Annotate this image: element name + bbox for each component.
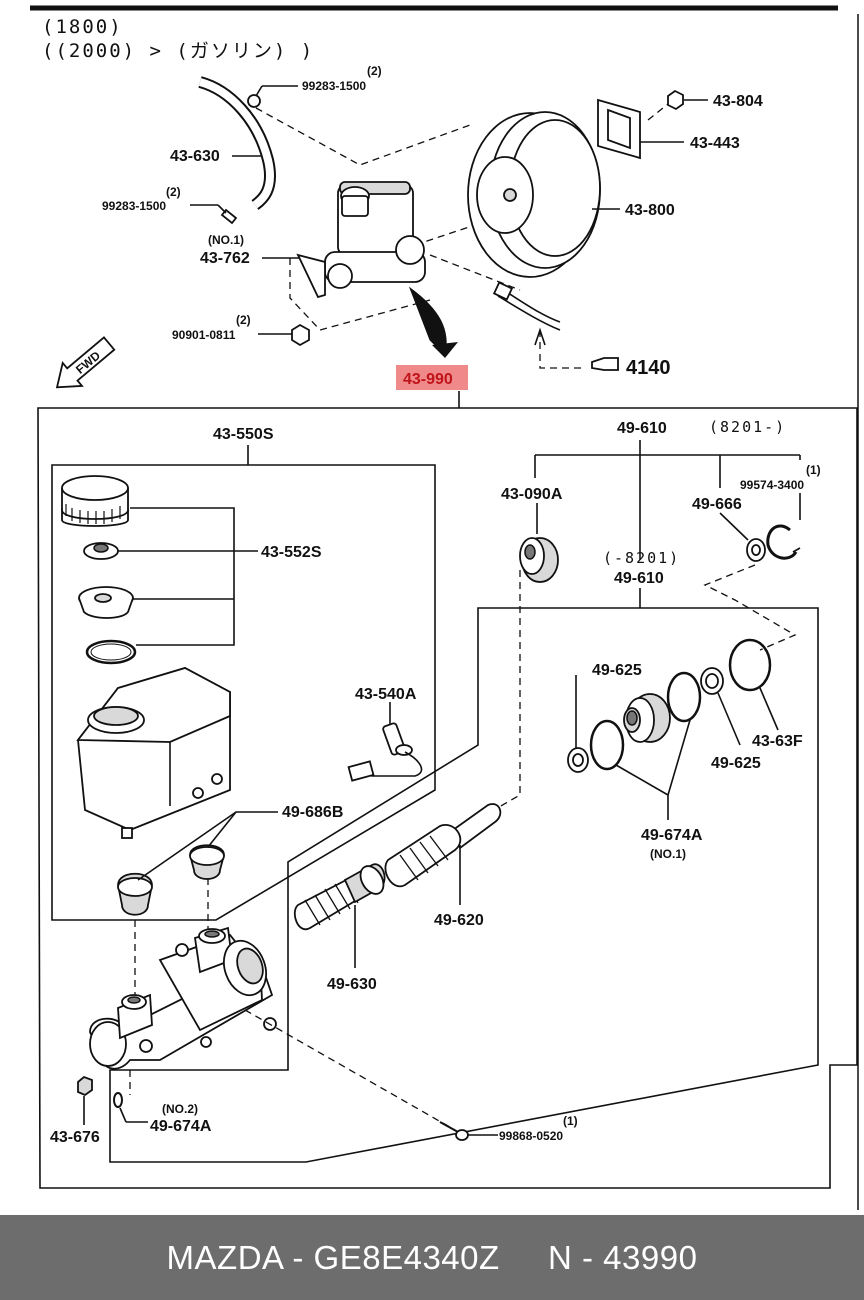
- label-99283-top-qty: (2): [367, 64, 382, 78]
- label-49-686B: 49-686B: [282, 804, 343, 821]
- fluid-level-sensor: [347, 722, 423, 782]
- label-43-550S: 43-550S: [213, 426, 274, 443]
- label-99283-top: 99283-1500: [302, 79, 366, 93]
- label-49-625-b: 49-625: [711, 755, 761, 772]
- hand-pointer-icon: [591, 357, 619, 371]
- label-49-620: 49-620: [434, 912, 484, 929]
- label-99574: 99574-3400: [740, 478, 804, 492]
- header-line-1: (1800): [42, 16, 123, 38]
- master-cylinder-body: [89, 926, 277, 1070]
- label-43-804: 43-804: [713, 93, 763, 110]
- label-99283-left: 99283-1500: [102, 199, 166, 213]
- label-49-610-mid: 49-610: [614, 570, 664, 587]
- label-99283-left-qty: (2): [166, 185, 181, 199]
- reservoir-cap: [61, 475, 129, 527]
- oring-43-63F: [728, 638, 772, 692]
- spring-49-630: [293, 863, 386, 931]
- label-43-800: 43-800: [625, 202, 675, 219]
- piston-secondary: [623, 693, 671, 743]
- label-49-674A-note: (NO.1): [650, 847, 686, 861]
- label-49-610-top: 49-610: [617, 420, 667, 437]
- piston-rod-49-620: [384, 803, 502, 888]
- bleeder-screw-icon: [77, 1075, 93, 1097]
- label-99868: 99868-0520: [499, 1129, 563, 1143]
- seal-43-090A: [519, 537, 559, 583]
- label-90901-qty: (2): [236, 313, 251, 327]
- footer-bar: MAZDA - GE8E4340Z N - 43990: [0, 1215, 864, 1300]
- footer-part-number: MAZDA - GE8E4340Z N - 43990: [166, 1238, 698, 1276]
- nut-43-804-icon: [667, 89, 684, 111]
- header-line-2: ((2000) > (ガソリン) ): [42, 40, 314, 62]
- oring-49-674A-no2: [113, 1092, 123, 1108]
- label-43-63F: 43-63F: [752, 733, 803, 750]
- fwd-arrow-icon: FWD: [55, 336, 116, 389]
- label-43-762-note: (NO.1): [208, 233, 244, 247]
- label-49-674A-no2-note: (NO.2): [162, 1102, 198, 1116]
- assembly-frame: [37, 407, 858, 1189]
- bracket-43-762: [296, 253, 326, 299]
- label-43-540A: 43-540A: [355, 686, 417, 703]
- label-49-610-top-range: (8201-): [709, 418, 786, 436]
- label-43-552S: 43-552S: [261, 544, 322, 561]
- label-4140: 4140: [626, 357, 671, 379]
- label-43-090A: 43-090A: [501, 486, 563, 503]
- bolt-99868-icon: [455, 1129, 469, 1141]
- label-43-762: 43-762: [200, 250, 250, 267]
- label-49-674A-no2: 49-674A: [150, 1118, 212, 1135]
- highlight-43-990: [396, 365, 468, 390]
- label-99574-qty: (1): [806, 463, 821, 477]
- parts-diagram: (1800) ((2000) > (ガソリン) ): [30, 5, 859, 1210]
- reservoir-kit-frame: [51, 464, 436, 921]
- clip-icon: [247, 94, 261, 108]
- nut-icon: [291, 323, 310, 347]
- oring-49-674A-left: [589, 719, 625, 771]
- label-49-666: 49-666: [692, 496, 742, 513]
- label-90901: 90901-0811: [172, 328, 236, 342]
- label-49-630: 49-630: [327, 976, 377, 993]
- label-43-676: 43-676: [50, 1129, 100, 1146]
- upper-assembly: FWD: [55, 76, 708, 389]
- piston-kit-frame: [109, 607, 819, 1163]
- oring-49-674A-right: [666, 671, 702, 723]
- snap-ring-99574: [766, 524, 798, 560]
- label-43-443: 43-443: [690, 135, 740, 152]
- label-49-625-a: 49-625: [592, 662, 642, 679]
- reservoir-tank: [76, 667, 231, 839]
- label-43-990[interactable]: 43-990: [403, 371, 453, 388]
- label-43-630: 43-630: [170, 148, 220, 165]
- label-99868-qty: (1): [563, 1114, 578, 1128]
- label-49-610-mid-range: (-8201): [603, 549, 680, 567]
- label-49-674A: 49-674A: [641, 827, 703, 844]
